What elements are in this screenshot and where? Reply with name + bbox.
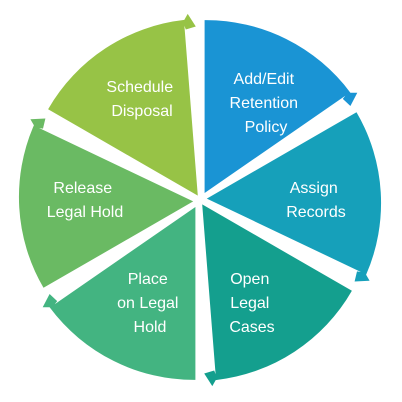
segment-label-line: Assign [290,180,338,197]
segment-open-legal-cases: Open Legal Cases [202,204,352,387]
segment-label: Assign Records [286,180,346,221]
segment-label-line: Legal [230,295,269,312]
segment-label: Place on Legal Hold [117,271,183,336]
segment-label-line: Retention [230,95,299,112]
segment-release-legal-hold: Release Legal Hold [18,118,194,288]
segment-label: Schedule Disposal [106,79,177,120]
segment-label: Release Legal Hold [47,180,124,221]
segment-label-line: Open [230,271,269,288]
segment-add-edit-retention-policy: Add/Edit Retention Policy [204,20,358,193]
segment-label-line: Policy [245,119,288,136]
segment-label-line: Add/Edit [234,71,295,88]
segment-shape [206,112,382,282]
segment-label-line: Records [286,204,346,221]
segment-label: Add/Edit Retention Policy [230,71,303,136]
segment-label-line: Disposal [111,103,172,120]
segment-label-line: Place [128,271,168,288]
segment-label-line: Release [53,180,112,197]
segment-label-line: Legal Hold [47,204,124,221]
segment-shape [18,118,194,288]
segment-label-line: Hold [134,319,167,336]
segment-assign-records: Assign Records [206,112,382,282]
segment-label-line: Schedule [106,79,173,96]
segment-shape [204,20,358,193]
segment-shape [202,204,352,387]
segment-label-line: on Legal [117,295,178,312]
segment-shape [42,207,196,380]
segment-shape [48,13,198,196]
segment-label-line: Cases [229,319,274,336]
segment-label: Open Legal Cases [229,271,274,336]
segment-place-on-legal-hold: Place on Legal Hold [42,207,196,380]
segment-schedule-disposal: Schedule Disposal [48,13,198,196]
